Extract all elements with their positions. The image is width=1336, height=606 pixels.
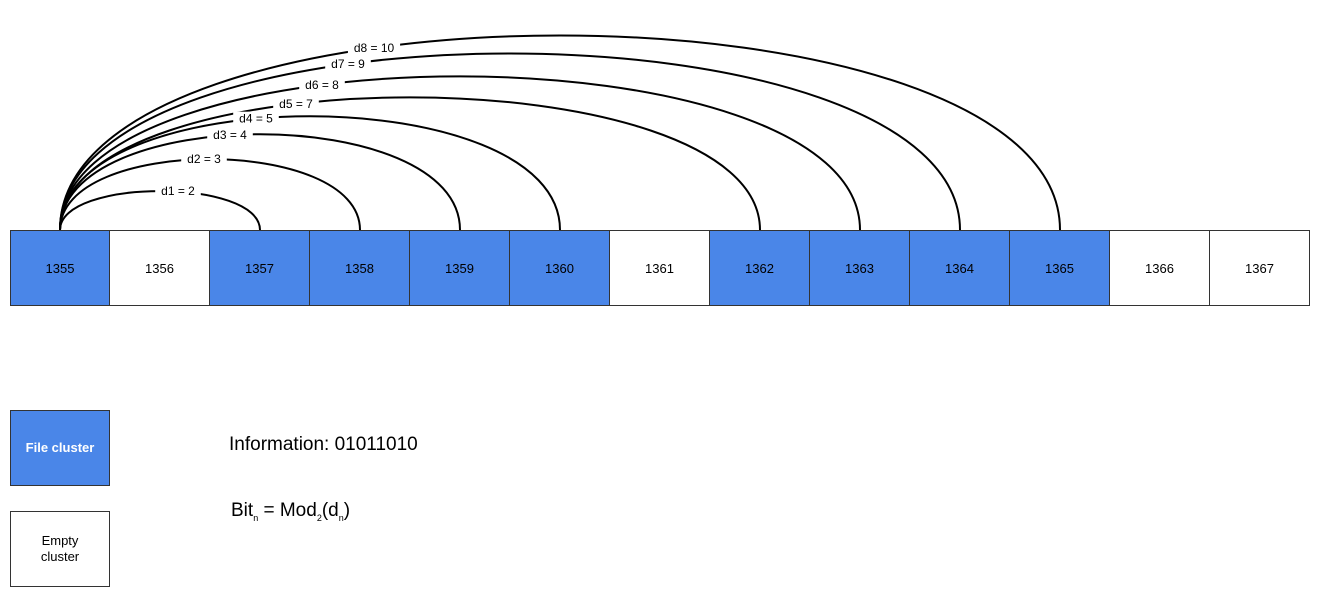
cluster-1367: 1367	[1210, 230, 1310, 306]
arc-4	[59, 115, 561, 231]
formula-subscript-2: 2	[316, 512, 322, 523]
formula-close: )	[343, 500, 351, 521]
cluster-1365: 1365	[1010, 230, 1110, 306]
formula-subscript-dn: n	[338, 512, 344, 523]
arc-5	[59, 96, 761, 231]
arc-label-bg-2	[181, 152, 227, 167]
formula-subscript-n: n	[253, 512, 259, 523]
arc-label-bg-4	[233, 111, 279, 126]
legend-file-label: File cluster	[25, 440, 95, 455]
arc-label-4: d4 = 5	[239, 112, 273, 126]
arc-label-8: d8 = 10	[354, 41, 395, 55]
cluster-1366: 1366	[1110, 230, 1210, 306]
cluster-1358: 1358	[310, 230, 410, 306]
arc-2	[59, 158, 361, 231]
arc-label-1: d1 = 2	[161, 184, 195, 198]
distance-arcs	[59, 34, 1061, 231]
cluster-1361: 1361	[610, 230, 710, 306]
arc-8	[59, 34, 1061, 231]
information-text: Information: 01011010	[229, 434, 418, 455]
arc-label-bg-3	[207, 128, 253, 143]
cluster-1360: 1360	[510, 230, 610, 306]
arc-7	[59, 52, 961, 231]
cluster-1356: 1356	[110, 230, 210, 306]
arc-label-7: d7 = 9	[331, 57, 365, 71]
arc-label-5: d5 = 7	[279, 97, 313, 111]
formula-open-d: (d	[321, 500, 339, 521]
formula-mod: = Mod	[258, 500, 317, 521]
cluster-1363: 1363	[810, 230, 910, 306]
arc-label-2: d2 = 3	[187, 152, 221, 166]
arc-label-bg-7	[325, 57, 371, 72]
cluster-1359: 1359	[410, 230, 510, 306]
arc-label-bg-6	[299, 77, 345, 92]
distance-labels: d1 = 2 d2 = 3 d3 = 4 d4 = 5 d5 = 7 d6 = 8 d7 =…	[155, 40, 401, 199]
bit-formula: Bitn = Mod2(dn)	[231, 500, 350, 523]
arc-label-bg-1	[155, 184, 201, 199]
arc-label-3: d3 = 4	[213, 128, 247, 142]
legend-empty-label: Empty cluster	[40, 533, 80, 564]
legend-file-cluster: File cluster	[10, 410, 110, 486]
arc-label-bg-8	[347, 40, 401, 55]
arc-3	[59, 133, 461, 231]
legend-empty-cluster: Empty cluster	[10, 511, 110, 587]
arc-label-bg-5	[273, 96, 319, 111]
cluster-1357: 1357	[210, 230, 310, 306]
arc-6	[59, 75, 861, 231]
formula-bit: Bit	[231, 500, 254, 521]
cluster-1355: 1355	[10, 230, 110, 306]
cluster-1362: 1362	[710, 230, 810, 306]
cluster-1364: 1364	[910, 230, 1010, 306]
arc-label-6: d6 = 8	[305, 78, 339, 92]
